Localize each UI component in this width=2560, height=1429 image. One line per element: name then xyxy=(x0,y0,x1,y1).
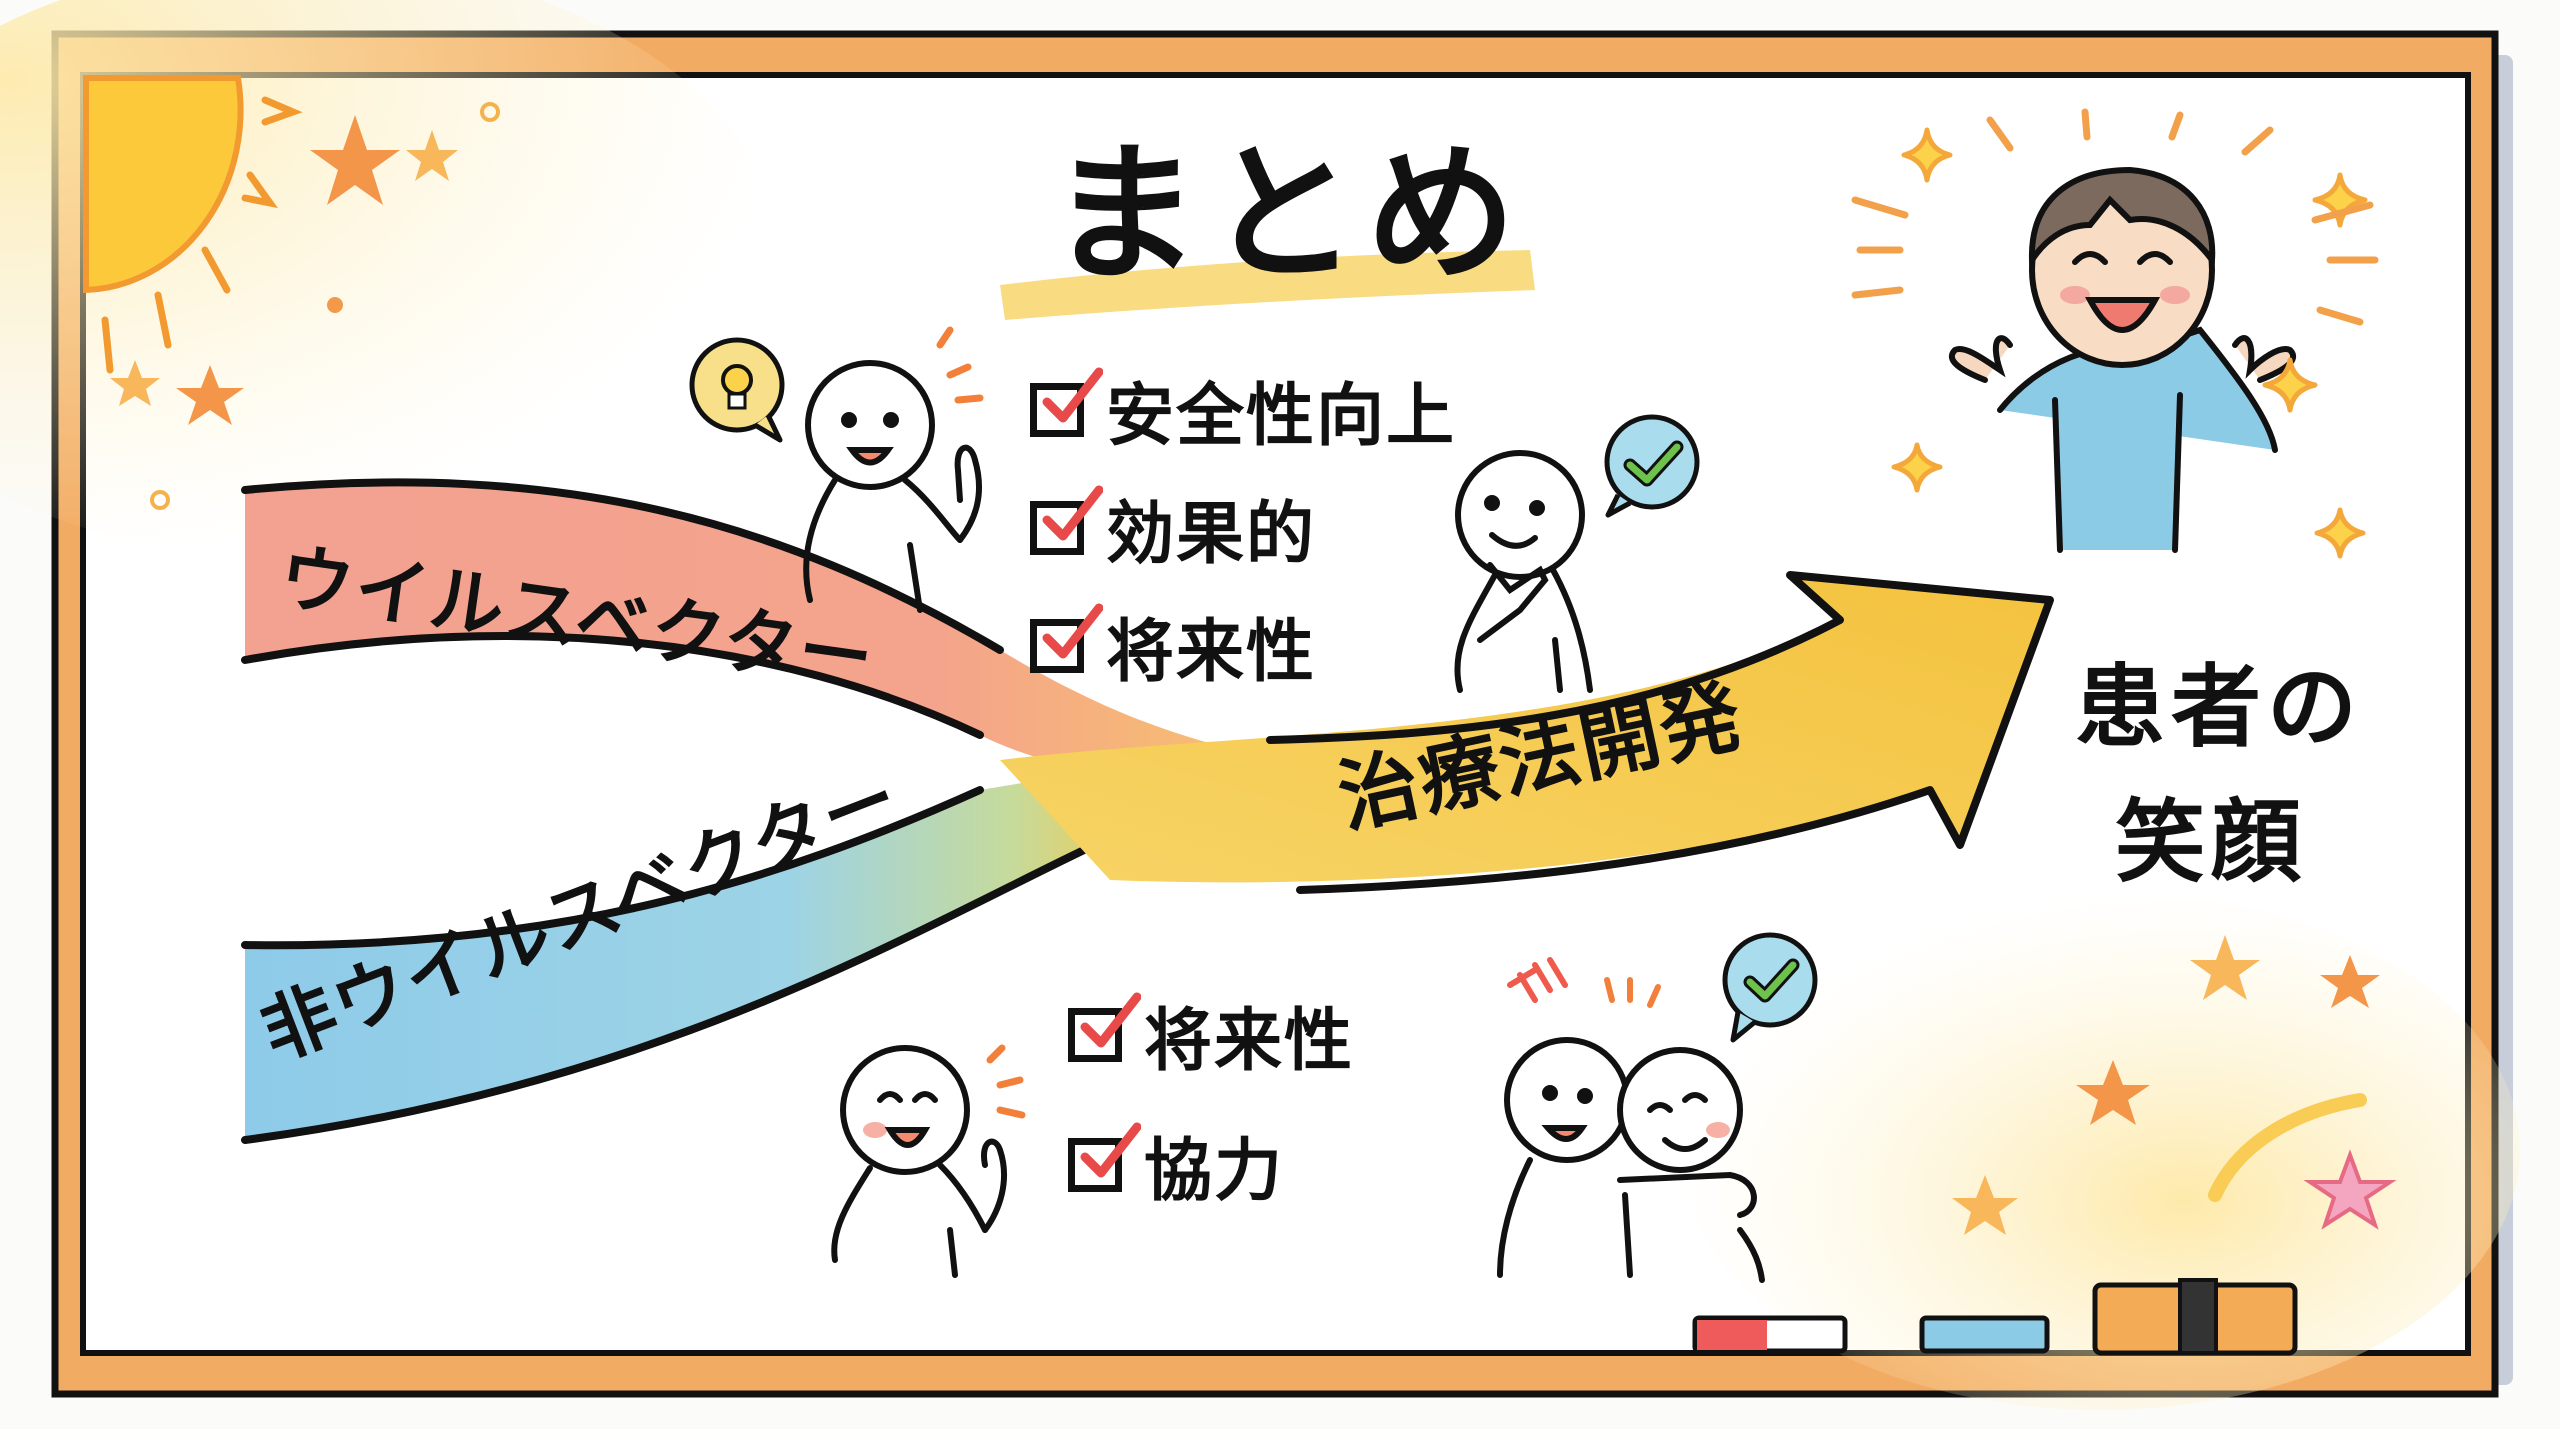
checklist-item: 協力 xyxy=(1068,1115,1284,1214)
checklist-label: 将来性 xyxy=(1144,1002,1355,1081)
checklist-item: 安全性向上 xyxy=(1030,360,1456,459)
checklist-label: 安全性向上 xyxy=(1106,377,1457,456)
goal-label: 患者の 笑顔 xyxy=(2075,640,2375,910)
viral-ribbon xyxy=(245,482,1300,790)
sun-icon xyxy=(83,75,303,374)
star-icon xyxy=(110,130,458,406)
sparkle-icon xyxy=(1891,127,2368,559)
checkbox-checked xyxy=(1030,603,1103,673)
checkmark-icon xyxy=(1042,603,1103,658)
checkbox-checked xyxy=(1068,1122,1141,1192)
title-highlight xyxy=(1000,250,1535,320)
checklist-label: 協力 xyxy=(1144,1132,1285,1211)
check-bubble-icon xyxy=(1604,414,1700,518)
star-icon xyxy=(176,115,400,425)
patient-figure xyxy=(1948,166,2297,553)
eraser xyxy=(2092,1278,2298,1356)
checklist-label: 効果的 xyxy=(1106,495,1317,574)
checkmark-icon xyxy=(1080,1122,1141,1177)
lightbulb-icon xyxy=(689,337,785,443)
goal-line-2: 笑顔 xyxy=(2115,790,2307,895)
checklist-item: 将来性 xyxy=(1068,985,1354,1084)
figure-thinking xyxy=(1454,450,1593,693)
marker-red xyxy=(1692,1315,1848,1354)
star-icon xyxy=(1952,935,2397,1235)
marker-blue xyxy=(1919,1315,2050,1354)
figure-friends xyxy=(1497,957,1765,1283)
checkbox-checked xyxy=(1030,367,1103,437)
figure-idea xyxy=(803,326,984,613)
goal-line-1: 患者の xyxy=(2075,655,2363,760)
radiating-lines xyxy=(1851,108,2379,326)
treatment-arrow xyxy=(1000,575,2050,883)
checkmark-icon xyxy=(1042,485,1103,540)
checklist-item: 将来性 xyxy=(1030,596,1316,695)
page-title: まとめ xyxy=(1050,128,1525,302)
check-bubble-icon xyxy=(1722,932,1818,1043)
checkbox-checked xyxy=(1068,992,1141,1062)
figure-cheerful xyxy=(831,1044,1026,1278)
non-viral-ribbon xyxy=(245,770,1150,1140)
checkmark-icon xyxy=(1080,992,1141,1047)
checkmark-icon xyxy=(1042,367,1103,422)
checkbox-checked xyxy=(1030,485,1103,555)
checklist-item: 効果的 xyxy=(1030,478,1316,577)
checklist-label: 将来性 xyxy=(1106,613,1317,692)
